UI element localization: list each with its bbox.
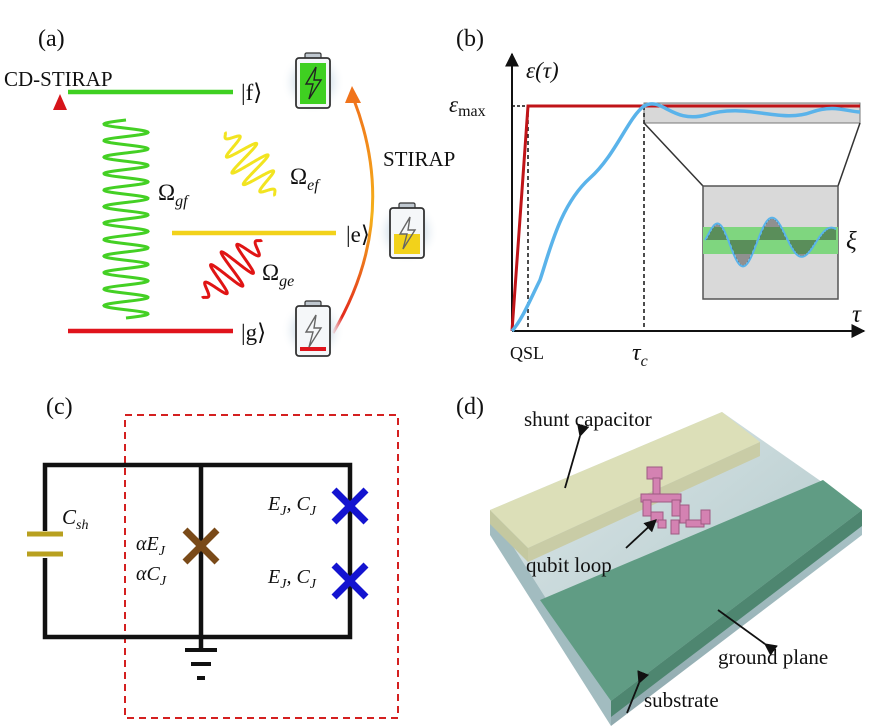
ground-plane-label: ground plane bbox=[718, 645, 828, 669]
substrate-pointer bbox=[626, 670, 650, 714]
xi-label: ξ bbox=[846, 228, 857, 255]
zoom-line-right bbox=[837, 122, 861, 187]
capacitor-slab-side bbox=[490, 510, 528, 562]
omega-ef-wave bbox=[223, 131, 277, 197]
panel-b: (b) ε(τ) τ εmax ξ QSL τc bbox=[449, 26, 866, 370]
omega-gf-label: Ωgf bbox=[158, 180, 190, 210]
level-e-label: |e⟩ bbox=[346, 222, 370, 247]
tau-c-label: τc bbox=[632, 340, 648, 370]
y-axis-label: ε(τ) bbox=[526, 58, 559, 83]
omega-ge-label: Ωge bbox=[262, 260, 294, 290]
battery-half-icon bbox=[375, 200, 439, 264]
ground-plane-front bbox=[611, 510, 862, 717]
substrate-left-face bbox=[490, 510, 611, 726]
qubit-dashed-box bbox=[124, 414, 399, 719]
ej-cj-bottom-label: EJ, CJ bbox=[267, 566, 317, 592]
inset-oscillation bbox=[704, 216, 837, 268]
shunt-capacitor-pointer bbox=[564, 423, 590, 489]
alpha-ej-label: αEJ bbox=[136, 533, 166, 559]
omega-ef-label: Ωef bbox=[290, 164, 321, 194]
omega-gf-wave bbox=[102, 118, 150, 320]
panel-c-tag: (c) bbox=[46, 394, 73, 420]
cd-stirap-label: CD-STIRAP bbox=[4, 67, 113, 91]
small-junction-icon bbox=[182, 527, 220, 565]
ground-plane-top bbox=[540, 480, 862, 701]
panel-c: (c) Csh αEJ αCJ bbox=[27, 394, 399, 719]
omega-ge-wave bbox=[201, 238, 263, 300]
qsl-label: QSL bbox=[510, 343, 544, 363]
cd-stirap-arrowhead bbox=[53, 94, 67, 110]
battery-empty-icon bbox=[281, 298, 345, 362]
junction-bottom-icon bbox=[331, 562, 369, 600]
circuit-wires bbox=[42, 462, 353, 650]
csh-label: Csh bbox=[62, 505, 88, 533]
capacitor-gap bbox=[38, 531, 52, 558]
panel-d: (d) shunt capacito bbox=[456, 394, 862, 726]
panel-b-tag: (b) bbox=[456, 26, 484, 52]
shunt-capacitor-label: shunt capacitor bbox=[524, 407, 652, 431]
stirap-arrowhead bbox=[345, 86, 361, 103]
slow-curve bbox=[510, 102, 861, 333]
ground-plane-pointer bbox=[717, 609, 778, 656]
qubit-loop-icon bbox=[640, 466, 711, 535]
ej-cj-top-label: EJ, CJ bbox=[267, 493, 317, 519]
qubit-loop-pointer bbox=[625, 519, 657, 549]
capacitor-slab-top bbox=[490, 412, 760, 548]
alpha-cj-label: αCJ bbox=[136, 563, 167, 589]
ground-icon bbox=[185, 648, 217, 680]
panel-a: (a) CD-STIRAP |f⟩ |e⟩ |g⟩ Ωgf Ωef Ωge ST… bbox=[4, 26, 455, 362]
qubit-loop-label: qubit loop bbox=[526, 553, 612, 577]
panel-a-tag: (a) bbox=[38, 26, 65, 52]
stirap-label: STIRAP bbox=[383, 147, 455, 171]
level-g-label: |g⟩ bbox=[241, 320, 266, 345]
battery-full-icon bbox=[281, 50, 345, 114]
stirap-arrow bbox=[331, 99, 375, 334]
substrate-label: substrate bbox=[644, 688, 719, 712]
fast-curve bbox=[510, 104, 860, 332]
inset-plot bbox=[702, 185, 839, 300]
level-f-label: |f⟩ bbox=[241, 80, 262, 105]
eps-max-label: εmax bbox=[449, 92, 486, 120]
panel-d-tag: (d) bbox=[456, 394, 484, 420]
x-axis-label: τ bbox=[852, 301, 862, 328]
junction-top-icon bbox=[331, 487, 369, 525]
zoom-line-left bbox=[643, 122, 704, 187]
